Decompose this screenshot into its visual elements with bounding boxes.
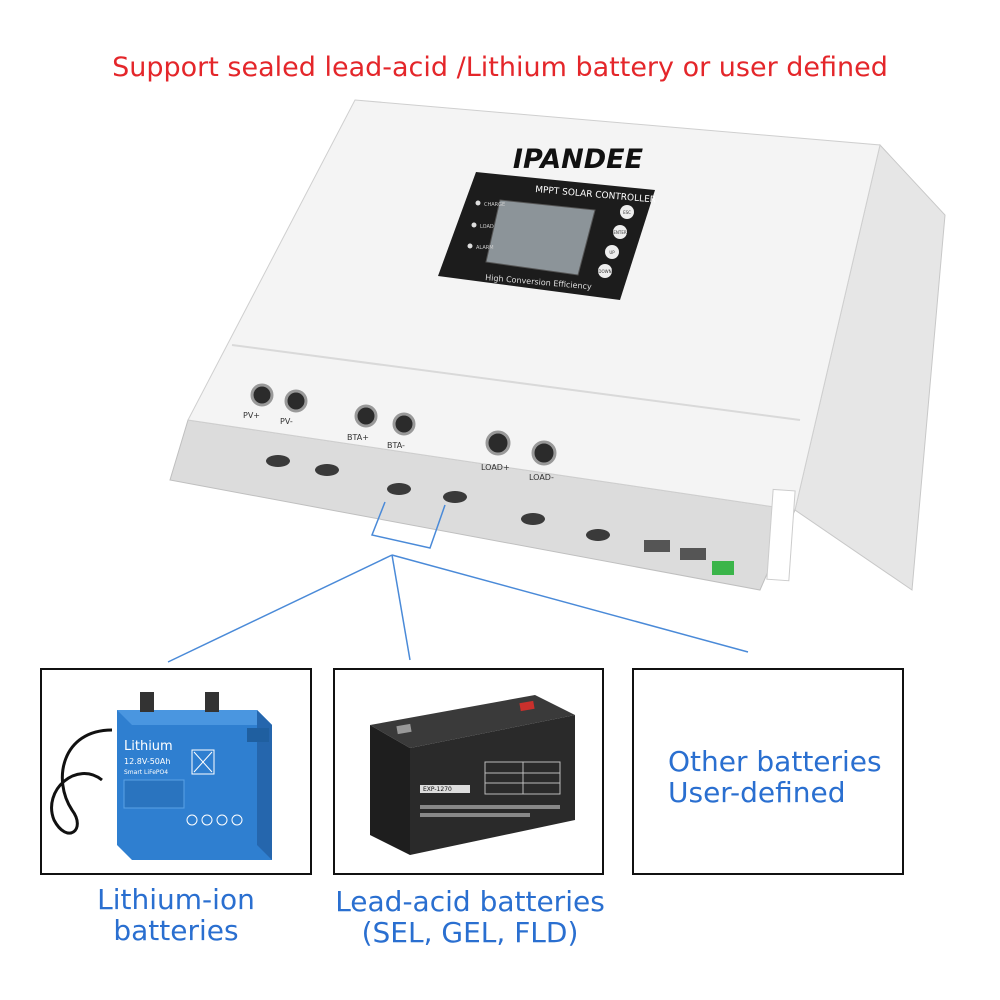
up-button bbox=[605, 245, 619, 259]
bta-minus-terminal bbox=[392, 412, 416, 436]
cert-icon-1 bbox=[186, 814, 198, 826]
lithium-label-spec: 12.8V-50Ah bbox=[124, 757, 170, 766]
recycle-bin-icon bbox=[191, 749, 215, 775]
bottom-ports bbox=[266, 455, 734, 575]
display-module: MPPT SOLAR CONTROLLER High Conversion Ef… bbox=[438, 172, 656, 300]
terminal-holes: PV+ PV- BTA+ BTA- LOAD+ LOAD- bbox=[243, 383, 557, 482]
other-batteries-panel bbox=[632, 668, 904, 875]
cert-icon-2 bbox=[201, 814, 213, 826]
down-button bbox=[598, 264, 612, 278]
svg-text:PV-: PV- bbox=[280, 417, 293, 426]
lithium-label-title: Lithium bbox=[124, 739, 173, 754]
battery-terminal-positive bbox=[140, 692, 154, 712]
svg-text:LOAD+: LOAD+ bbox=[481, 463, 510, 472]
terminal-positive bbox=[519, 700, 535, 712]
svg-text:ALARM: ALARM bbox=[476, 245, 494, 251]
svg-text:BTA-: BTA- bbox=[387, 441, 405, 450]
svg-text:ENTER: ENTER bbox=[613, 230, 626, 235]
terminal-negative bbox=[396, 723, 412, 735]
rj45-port-1 bbox=[644, 540, 670, 552]
lcd-screen bbox=[485, 199, 596, 276]
brand-logo: IPANDEE bbox=[513, 144, 644, 175]
battery-cable bbox=[50, 728, 113, 835]
svg-text:LOAD: LOAD bbox=[480, 224, 494, 230]
headline: Support sealed lead-acid /Lithium batter… bbox=[112, 52, 888, 83]
other-batteries-text: Other batteries User-defined bbox=[668, 746, 882, 808]
other-line1: Other batteries bbox=[668, 745, 882, 778]
svg-text:ESC: ESC bbox=[623, 210, 631, 215]
load-indicator-icon bbox=[471, 222, 477, 228]
rj45-port-2 bbox=[680, 548, 706, 560]
indicator-lights: CHARGE LOAD ALARM bbox=[467, 200, 505, 251]
lithium-battery-panel: Lithium 12.8V-50Ah Smart LiFePO4 bbox=[40, 668, 312, 875]
enter-button bbox=[613, 225, 627, 239]
control-buttons: ESC ENTER UP DOWN bbox=[598, 205, 634, 278]
battery-terminal-negative bbox=[205, 692, 219, 712]
lead-acid-model: EXP-1270 bbox=[423, 786, 452, 793]
load-minus-terminal bbox=[531, 440, 557, 466]
pv-minus-terminal bbox=[284, 389, 308, 413]
svg-text:CHARGE: CHARGE bbox=[484, 202, 505, 208]
svg-text:PV+: PV+ bbox=[243, 411, 260, 420]
lithium-battery-image: Lithium 12.8V-50Ah Smart LiFePO4 bbox=[50, 692, 272, 860]
lithium-label-chem: Smart LiFePO4 bbox=[124, 769, 168, 776]
lead-acid-battery-panel: EXP-1270 bbox=[333, 668, 604, 875]
svg-text:LOAD-: LOAD- bbox=[529, 473, 554, 482]
lead-acid-caption: Lead-acid batteries (SEL, GEL, FLD) bbox=[335, 885, 605, 949]
esc-button bbox=[620, 205, 634, 219]
side-label bbox=[766, 488, 796, 582]
alarm-indicator-icon bbox=[467, 243, 473, 249]
bta-plus-terminal bbox=[354, 404, 378, 428]
solar-controller-illustration: IPANDEE MPPT SOLAR CONTROLLER High Conve… bbox=[167, 99, 946, 663]
lead-acid-battery-image: EXP-1270 bbox=[370, 695, 575, 855]
cert-icon-4 bbox=[231, 814, 243, 826]
connector-lines bbox=[167, 501, 749, 663]
load-plus-terminal bbox=[485, 430, 511, 456]
green-terminal-block bbox=[712, 561, 734, 575]
pv-plus-terminal bbox=[250, 383, 274, 407]
svg-text:UP: UP bbox=[609, 250, 615, 255]
cert-icon-3 bbox=[216, 814, 228, 826]
other-line2: User-defined bbox=[668, 776, 846, 809]
svg-text:DOWN: DOWN bbox=[598, 269, 611, 274]
lithium-caption: Lithium-ion batteries bbox=[97, 883, 255, 947]
svg-text:BTA+: BTA+ bbox=[347, 433, 369, 442]
charge-indicator-icon bbox=[475, 200, 481, 206]
